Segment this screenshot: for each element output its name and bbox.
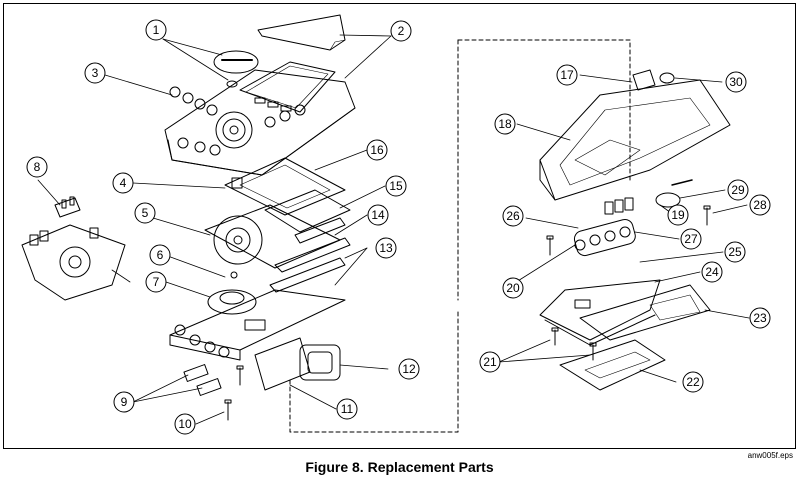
svg-text:9: 9 xyxy=(121,395,128,409)
svg-text:27: 27 xyxy=(684,232,698,246)
svg-text:22: 22 xyxy=(686,375,700,389)
svg-text:30: 30 xyxy=(729,75,743,89)
svg-text:16: 16 xyxy=(370,143,384,157)
svg-text:2: 2 xyxy=(398,24,405,38)
svg-text:1: 1 xyxy=(153,23,160,37)
callout-6: 6 xyxy=(149,244,171,266)
part-bail xyxy=(559,339,666,391)
file-name: anw005f.eps xyxy=(747,451,793,460)
svg-text:8: 8 xyxy=(34,160,41,174)
part-screw-10 xyxy=(224,399,232,421)
callout-9: 9 xyxy=(113,391,135,413)
svg-text:5: 5 xyxy=(142,206,149,220)
callout-25: 25 xyxy=(724,241,746,263)
part-tilt-stand-small xyxy=(632,69,656,91)
figure-caption: Figure 8. Replacement Parts xyxy=(305,459,494,475)
part-lcd xyxy=(264,189,351,233)
callout-26: 26 xyxy=(502,205,524,227)
svg-text:11: 11 xyxy=(341,402,354,416)
callout-5: 5 xyxy=(134,202,156,224)
svg-text:4: 4 xyxy=(120,176,127,190)
part-fuses xyxy=(183,364,222,396)
svg-text:10: 10 xyxy=(178,417,192,431)
callouts: 1 2 3 4 5 6 7 8 9 10 11 12 13 14 15 16 1… xyxy=(26,19,771,435)
callout-19: 19 xyxy=(667,204,689,226)
svg-text:15: 15 xyxy=(389,179,403,193)
callout-17: 17 xyxy=(556,64,578,86)
part-battery-contacts xyxy=(604,197,634,215)
part-gasket xyxy=(299,344,341,381)
svg-text:12: 12 xyxy=(402,362,416,376)
part-tilt-stand xyxy=(579,284,711,341)
svg-text:14: 14 xyxy=(371,208,385,222)
part-bottom-pcb xyxy=(169,289,346,361)
callout-23: 23 xyxy=(749,307,771,329)
part-knob-30 xyxy=(659,72,675,84)
callout-24: 24 xyxy=(701,261,723,283)
part-case-bottom xyxy=(539,79,731,201)
svg-text:20: 20 xyxy=(506,281,520,295)
callout-2: 2 xyxy=(390,20,412,42)
dashed-boundary xyxy=(289,39,631,433)
svg-text:23: 23 xyxy=(753,311,767,325)
part-rotary-assembly xyxy=(21,224,126,301)
callout-27: 27 xyxy=(680,228,702,250)
callout-15: 15 xyxy=(385,175,407,197)
part-overlay-sheet xyxy=(257,14,346,51)
callout-22: 22 xyxy=(682,371,704,393)
part-shield-strip xyxy=(269,217,351,293)
part-contacts xyxy=(54,196,81,218)
figure-frame xyxy=(3,3,796,449)
part-door-screws xyxy=(551,327,597,361)
svg-text:17: 17 xyxy=(560,68,574,82)
svg-text:25: 25 xyxy=(728,245,742,259)
callout-20: 20 xyxy=(502,277,524,299)
part-keypad xyxy=(169,86,218,116)
callout-7: 7 xyxy=(145,271,167,293)
callout-18: 18 xyxy=(494,113,516,135)
callout-29: 29 xyxy=(727,179,749,201)
part-knob xyxy=(213,50,259,88)
callout-1: 1 xyxy=(145,19,167,41)
part-rotary-switch xyxy=(207,271,257,315)
callout-13: 13 xyxy=(375,237,397,259)
svg-text:21: 21 xyxy=(483,355,497,369)
callout-30: 30 xyxy=(725,71,747,93)
svg-text:7: 7 xyxy=(153,275,160,289)
part-front-case xyxy=(164,61,356,176)
callout-11: 11 xyxy=(336,398,358,420)
svg-text:24: 24 xyxy=(705,265,719,279)
svg-text:3: 3 xyxy=(92,66,99,80)
part-screw-mid xyxy=(236,365,244,386)
svg-text:19: 19 xyxy=(671,208,685,222)
part-foot xyxy=(655,179,693,208)
leader-lines xyxy=(37,34,750,425)
part-battery-pack xyxy=(573,218,636,257)
svg-text:18: 18 xyxy=(498,117,512,131)
callout-16: 16 xyxy=(366,139,388,161)
part-screw-battery xyxy=(546,235,554,256)
callout-8: 8 xyxy=(26,156,48,178)
callout-21: 21 xyxy=(479,351,501,373)
callout-3: 3 xyxy=(84,62,106,84)
svg-text:13: 13 xyxy=(379,241,393,255)
callout-12: 12 xyxy=(398,358,420,380)
callout-14: 14 xyxy=(367,204,389,226)
callout-28: 28 xyxy=(749,194,771,216)
svg-text:6: 6 xyxy=(157,248,164,262)
part-input-shield xyxy=(254,337,311,391)
svg-text:29: 29 xyxy=(731,183,745,197)
part-lcd-bracket xyxy=(224,157,346,216)
callout-4: 4 xyxy=(112,172,134,194)
part-screw-28 xyxy=(703,205,711,226)
callout-10: 10 xyxy=(174,413,196,435)
svg-text:28: 28 xyxy=(753,198,767,212)
part-main-pcb xyxy=(204,204,341,269)
svg-text:26: 26 xyxy=(506,209,520,223)
